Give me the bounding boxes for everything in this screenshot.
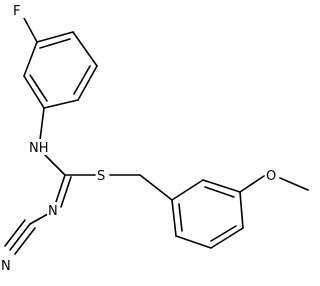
- imine-nitrogen-label: N: [48, 204, 58, 219]
- double-bond-c-n: [54, 174, 66, 206]
- nitrile-nitrogen-label: N: [1, 259, 11, 274]
- bond: [23, 75, 45, 109]
- sulfur-atom-label: S: [97, 169, 105, 184]
- bond: [239, 191, 244, 229]
- methoxy-oxygen-label: O: [266, 169, 276, 184]
- bond: [43, 99, 79, 109]
- bond: [171, 179, 204, 201]
- bond: [23, 41, 38, 77]
- bond: [72, 31, 98, 67]
- triple-bond-c-n: [9, 223, 31, 251]
- aromatic-inner-bond: [73, 65, 91, 95]
- fluorine-atom-label: F: [13, 4, 20, 19]
- bond-c-f: [23, 17, 38, 43]
- bond-ring-nh: [39, 107, 45, 141]
- fluorophenyl-ring: [23, 31, 98, 109]
- aromatic-inner-bond: [29, 74, 48, 102]
- bond: [175, 235, 212, 249]
- bond: [202, 179, 241, 193]
- aromatic-inner-bond: [178, 203, 183, 232]
- triple-bond-c-n: [14, 227, 36, 255]
- bond-o-ch3: [279, 177, 309, 191]
- aromatic-inner-bond: [210, 225, 237, 242]
- methoxyphenyl-ring: [171, 179, 244, 249]
- triple-bond-c-n: [4, 219, 26, 247]
- bond-ch2-ring: [139, 174, 173, 201]
- bond: [77, 65, 98, 101]
- aromatic-inner-bond: [39, 38, 71, 49]
- atom-labels: F NH S N N O: [0, 2, 279, 274]
- bond: [36, 31, 74, 43]
- bond: [210, 227, 244, 249]
- bond: [171, 199, 177, 237]
- bond-ring-o: [239, 175, 265, 193]
- aromatic-inner-bond: [204, 186, 235, 198]
- amine-nh-label: NH: [29, 141, 49, 156]
- double-bond-c-n: [60, 176, 72, 208]
